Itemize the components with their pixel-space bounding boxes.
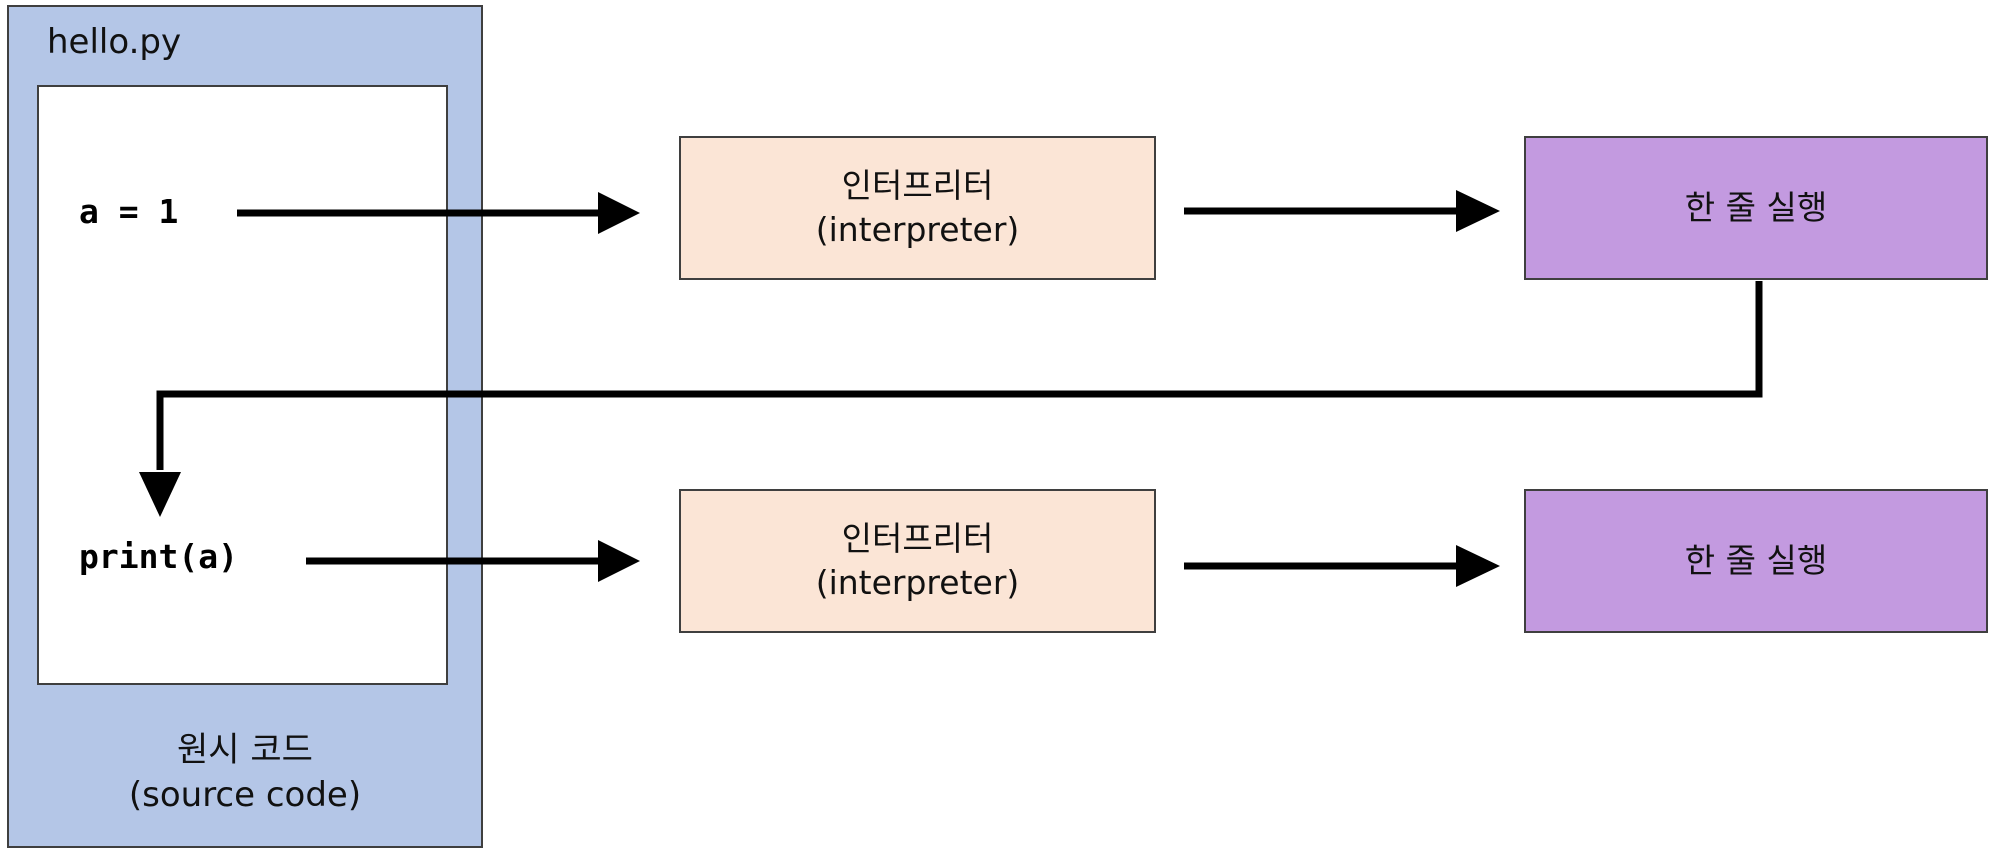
source-caption-ko: 원시 코드 [177,730,313,770]
execute-line-label: 한 줄 실행 [1684,188,1828,227]
interpreter-label-ko: 인터프리터 [841,166,994,205]
arrowhead-right [1456,545,1500,587]
file-name: hello.py [47,22,182,62]
arrowhead-right [1456,190,1500,232]
interpreter-label-ko: 인터프리터 [841,519,994,558]
interpreter-box-1: 인터프리터 (interpreter) [679,136,1156,280]
code-line-1: a = 1 [79,192,179,231]
execute-line-label: 한 줄 실행 [1684,541,1828,580]
arrow-execute1-to-code2 [156,281,1763,470]
source-caption-en: (source code) [128,775,362,815]
code-line-2: print(a) [79,537,238,576]
arrowhead-down [139,472,181,517]
code-box [37,85,448,685]
execute-line-box-2: 한 줄 실행 [1524,489,1988,633]
arrowhead-right [598,192,640,234]
interpreter-box-2: 인터프리터 (interpreter) [679,489,1156,633]
interpreter-label-en: (interpreter) [815,563,1020,602]
execute-line-box-1: 한 줄 실행 [1524,136,1988,280]
interpreter-label-en: (interpreter) [815,210,1020,249]
arrowhead-right [598,540,640,582]
